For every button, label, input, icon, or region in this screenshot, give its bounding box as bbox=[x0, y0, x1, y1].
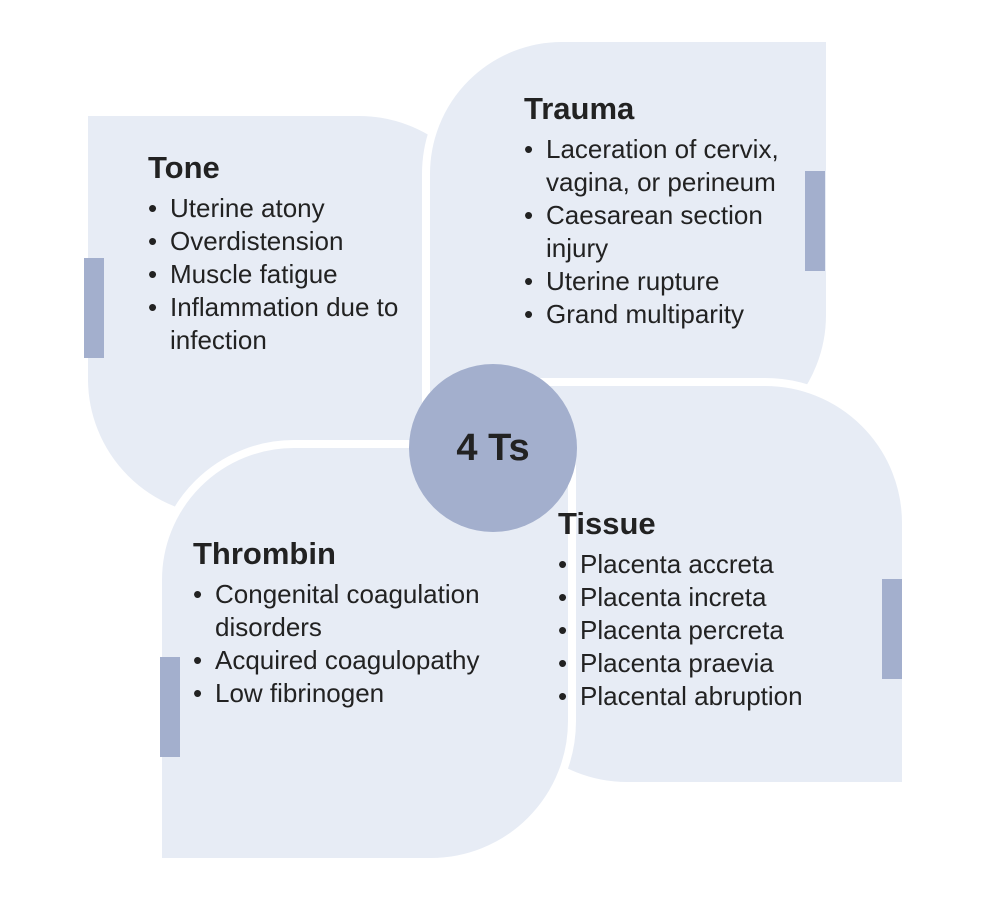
list-item: Low fibrinogen bbox=[193, 677, 493, 710]
tone-list: Uterine atony Overdistension Muscle fati… bbox=[148, 192, 468, 357]
tone-section: Tone Uterine atony Overdistension Muscle… bbox=[148, 148, 468, 357]
tissue-section: Tissue Placenta accreta Placenta increta… bbox=[558, 504, 878, 713]
trauma-title: Trauma bbox=[524, 91, 635, 126]
list-item: Uterine atony bbox=[148, 192, 468, 225]
list-item: Overdistension bbox=[148, 225, 468, 258]
center-label: 4 Ts bbox=[456, 426, 530, 469]
tone-accent-bar bbox=[84, 258, 104, 358]
tone-title: Tone bbox=[148, 150, 220, 185]
list-item: Grand multiparity bbox=[524, 298, 814, 331]
list-item: Inflammation due to infection bbox=[148, 291, 468, 357]
list-item: Placental abruption bbox=[558, 680, 878, 713]
thrombin-list: Congenital coagulation disorders Acquire… bbox=[193, 578, 493, 710]
list-item: Caesarean section injury bbox=[524, 199, 814, 265]
thrombin-accent-bar bbox=[160, 657, 180, 757]
list-item: Placenta percreta bbox=[558, 614, 878, 647]
list-item: Congenital coagulation disorders bbox=[193, 578, 493, 644]
list-item: Placenta accreta bbox=[558, 548, 878, 581]
trauma-list: Laceration of cervix, vagina, or perineu… bbox=[524, 133, 814, 331]
list-item: Placenta increta bbox=[558, 581, 878, 614]
tissue-accent-bar bbox=[882, 579, 902, 679]
list-item: Placenta praevia bbox=[558, 647, 878, 680]
tissue-title: Tissue bbox=[558, 506, 656, 541]
thrombin-section: Thrombin Congenital coagulation disorder… bbox=[193, 534, 493, 710]
center-circle: 4 Ts bbox=[409, 364, 577, 532]
list-item: Laceration of cervix, vagina, or perineu… bbox=[524, 133, 814, 199]
list-item: Uterine rupture bbox=[524, 265, 814, 298]
list-item: Acquired coagulopathy bbox=[193, 644, 493, 677]
thrombin-title: Thrombin bbox=[193, 536, 336, 571]
list-item: Muscle fatigue bbox=[148, 258, 468, 291]
trauma-section: Trauma Laceration of cervix, vagina, or … bbox=[524, 89, 814, 331]
tissue-list: Placenta accreta Placenta increta Placen… bbox=[558, 548, 878, 713]
